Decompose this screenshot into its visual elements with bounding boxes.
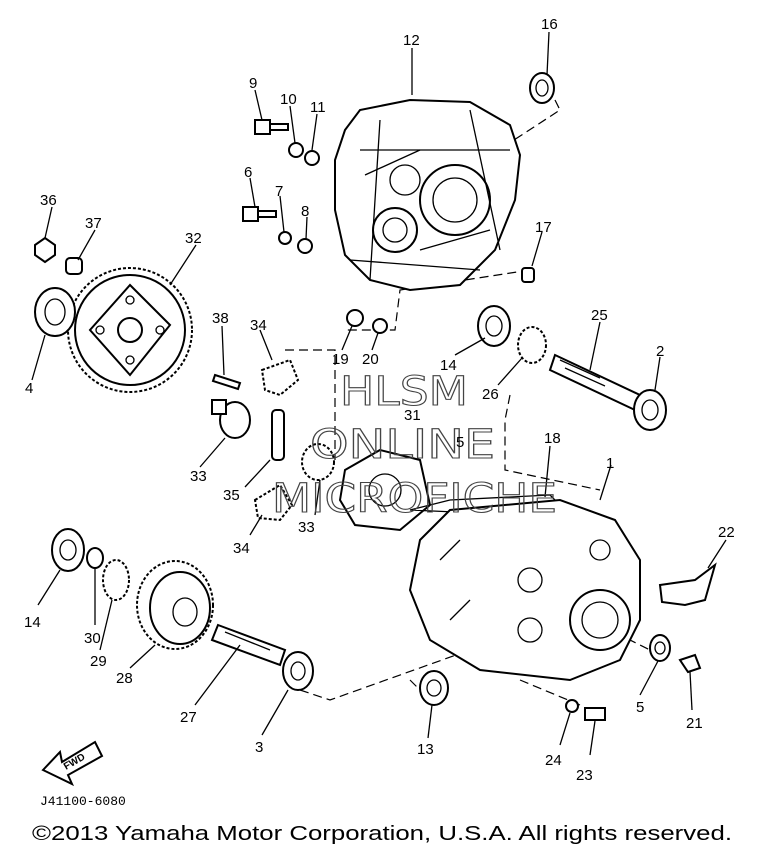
callout-34-lower: 34 [233, 540, 250, 557]
callout-31: 31 [404, 407, 421, 424]
callout-14-lower: 14 [24, 614, 41, 631]
callout-16: 16 [541, 16, 558, 33]
callout-21: 21 [686, 715, 703, 732]
callout-22: 22 [718, 524, 735, 541]
callout-11: 11 [310, 99, 326, 116]
callout-7: 7 [275, 183, 283, 200]
bearing-3 [282, 651, 314, 691]
diagram-code: J41100-6080 [40, 794, 126, 809]
bearing-2 [633, 389, 667, 431]
callout-20: 20 [362, 351, 379, 368]
callout-labels: 12 16 9 10 11 6 7 8 17 36 37 32 4 38 34 … [24, 16, 735, 784]
callout-9: 9 [249, 75, 257, 92]
lower-crankcase-cover [408, 498, 641, 682]
callout-29: 29 [90, 653, 107, 670]
gear-housing-31 [338, 448, 432, 532]
callout-17: 17 [535, 219, 552, 236]
shaft-27 [210, 623, 287, 667]
bearing-4 [34, 287, 76, 337]
callout-25: 25 [591, 307, 608, 324]
bearing-14-upper [477, 305, 511, 347]
shaft-35 [271, 409, 285, 461]
bevel-gear-34-upper [260, 358, 300, 397]
callout-13: 13 [417, 741, 434, 758]
watermark: HLSM ONLINE MICROFICHE [271, 368, 557, 522]
callout-3: 3 [255, 739, 263, 756]
washer-10 [288, 142, 304, 158]
callout-33-upper: 33 [190, 468, 207, 485]
gear-33-upper [211, 399, 251, 439]
callout-26: 26 [482, 386, 499, 403]
gear-28 [136, 560, 214, 650]
bearing-13 [419, 670, 449, 706]
callout-38: 38 [212, 310, 229, 327]
callout-32: 32 [185, 230, 202, 247]
callout-33-lower: 33 [298, 519, 315, 536]
callout-37: 37 [85, 215, 102, 232]
callout-5-lower: 5 [636, 699, 644, 716]
clip-21 [678, 653, 702, 674]
collar-37 [65, 257, 83, 275]
large-driven-gear [67, 267, 193, 393]
bearing-16 [529, 72, 555, 104]
callout-14-upper: 14 [440, 357, 457, 374]
callout-19: 19 [332, 351, 349, 368]
callout-35: 35 [223, 487, 240, 504]
callout-1: 1 [606, 455, 614, 472]
copyright-notice: ©2013 Yamaha Motor Corporation, U.S.A. A… [32, 823, 732, 845]
callout-30: 30 [84, 630, 101, 647]
output-shaft-25 [548, 353, 642, 412]
callout-10: 10 [280, 91, 297, 108]
pinion-gear-26 [517, 326, 547, 364]
callout-4: 4 [25, 380, 33, 397]
callout-5-upper: 5 [456, 434, 464, 451]
callout-8: 8 [301, 203, 309, 220]
bolt-6 [242, 206, 277, 222]
callout-24: 24 [545, 752, 562, 769]
oil-seal-5 [649, 634, 671, 662]
callout-34-upper: 34 [250, 317, 267, 334]
breather-hose-22 [658, 562, 717, 607]
nut-11 [304, 150, 320, 166]
callout-6: 6 [244, 164, 252, 181]
nut-8 [297, 238, 313, 254]
pin-38 [211, 373, 242, 391]
bolt-23 [584, 707, 606, 721]
callout-2: 2 [656, 343, 664, 360]
washer-24 [565, 699, 579, 713]
washer-20 [372, 318, 388, 334]
fwd-arrow-icon: FWD [41, 740, 104, 787]
callout-23: 23 [576, 767, 593, 784]
upper-crankcase-cover [334, 98, 522, 292]
watermark-line-2: ONLINE [310, 422, 495, 468]
washer-7 [278, 231, 292, 245]
callout-36: 36 [40, 192, 57, 209]
callout-28: 28 [116, 670, 133, 687]
leader-lines [31, 31, 727, 756]
callout-12: 12 [403, 32, 420, 49]
watermark-line-3: MICROFICHE [272, 476, 557, 522]
nut-19 [346, 309, 364, 327]
collar-30 [86, 547, 104, 569]
bolt-9 [254, 119, 289, 135]
callout-18: 18 [544, 430, 561, 447]
dowel-17 [521, 267, 535, 283]
callout-27: 27 [180, 709, 197, 726]
small-gear-29 [102, 559, 130, 601]
gear-33-lower [301, 443, 335, 481]
bolt-36 [34, 236, 56, 264]
bevel-gear-34-lower [253, 483, 294, 522]
bearing-14-lower [51, 528, 85, 572]
watermark-line-1: HLSM [340, 369, 468, 415]
